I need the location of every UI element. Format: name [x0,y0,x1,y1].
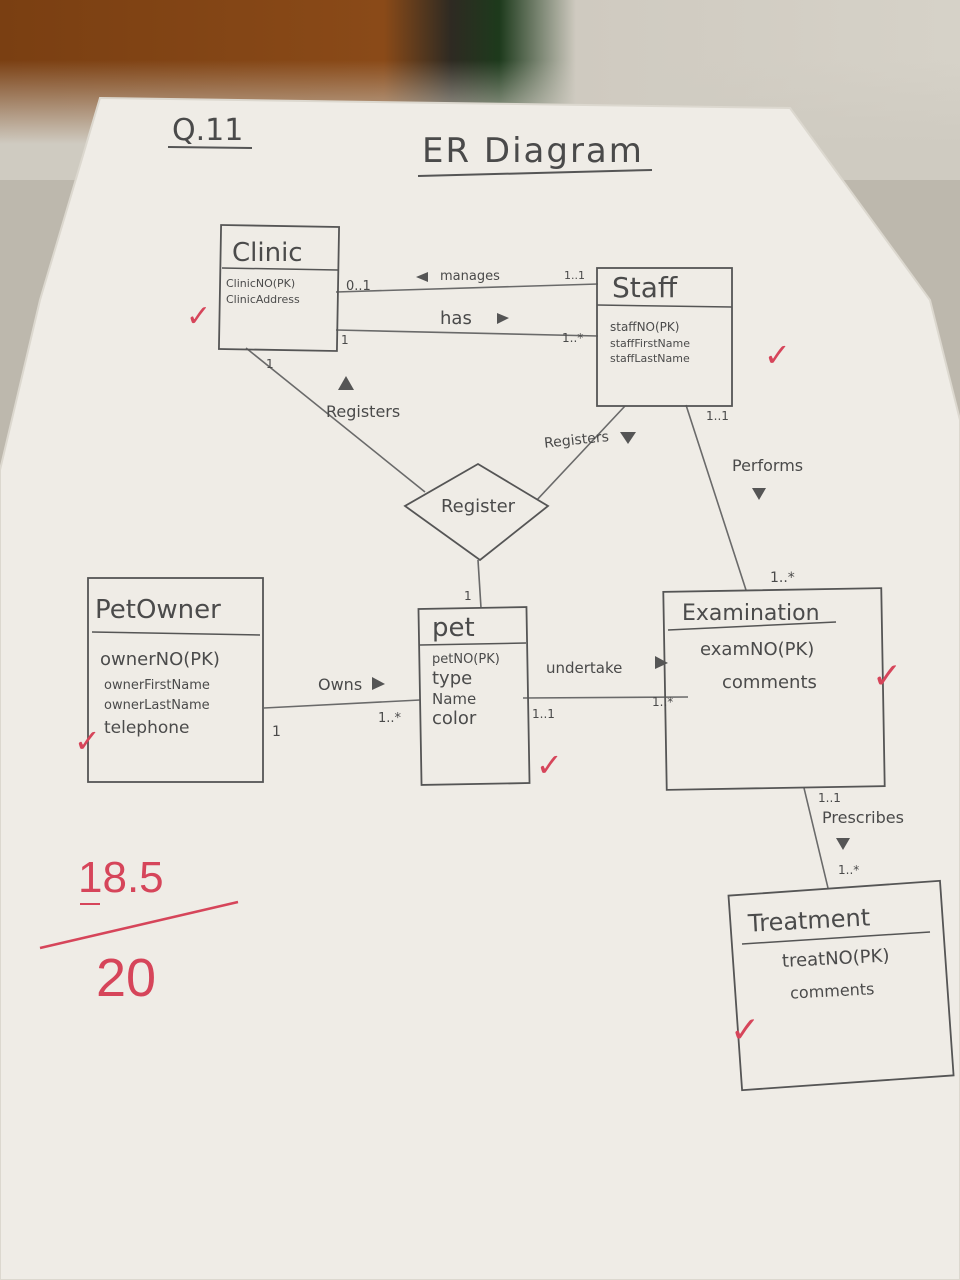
entity-petowner-name: PetOwner [95,595,221,625]
entity-staff-attr: staffLastName [610,352,690,365]
mult-staff-manages: 1..1 [564,269,585,282]
mult-pet-owns: 1..* [378,711,402,726]
mult-pet-undertake: 1..1 [532,707,555,721]
entity-examination-name: Examination [682,601,820,626]
entity-pet-name: pet [432,613,475,643]
mult-staff-has: 1..* [562,331,583,345]
prescribes-arrow-icon [836,838,850,850]
mult-clinic-manages: 0..1 [346,279,371,294]
entity-clinic-attr: ClinicNO(PK) [226,277,295,290]
entity-staff-name: Staff [612,271,678,304]
score-fraction-line [39,900,239,950]
grading-marks: ✓ ✓ ✓ ✓ ✓ ✓ 18.5 20 [39,299,902,1051]
mult-clinic-has: 1 [341,333,349,347]
entity-clinic: Clinic ClinicNO(PK) ClinicAddress [218,224,340,352]
line-manages [335,283,599,293]
check-mark-clinic: ✓ [186,299,211,334]
entity-treatment-name: Treatment [746,903,870,937]
check-mark-treatment: ✓ [730,1010,760,1051]
mult-clinic-register: 1 [266,357,274,371]
manages-arrow-icon [416,272,428,282]
entity-treatment: Treatment treatNO(PK) comments [727,879,955,1092]
question-underline [167,146,253,149]
relationship-register: Register [403,462,550,562]
entity-petowner-attr: ownerNO(PK) [100,649,220,670]
mult-exam-prescribes: 1..1 [818,791,841,805]
check-mark-pet: ✓ [536,746,563,784]
registers-left-arrow-icon [338,376,354,390]
score-total: 20 [96,948,156,1008]
entity-petowner-attr: ownerFirstName [104,678,210,693]
line-has [335,329,599,337]
check-mark-staff: ✓ [764,336,791,374]
relation-labels: manages has Registers Registers Performs… [318,269,904,850]
check-mark-examination: ✓ [872,656,902,697]
entity-pet-attr: petNO(PK) [432,652,500,667]
mult-pet-register: 1 [464,589,472,603]
entity-staff-attr: staffNO(PK) [610,320,679,334]
question-label: Q.11 [172,113,243,148]
entity-pet-attr: color [432,708,477,729]
entity-clinic-name: Clinic [232,238,303,268]
entity-examination-attr: comments [722,672,817,693]
label-owns: Owns [318,675,362,694]
mult-exam-performs: 1..* [770,570,795,586]
entity-examination-attr: examNO(PK) [700,639,814,660]
line-clinic-register [245,347,426,493]
paper [0,96,960,1280]
owns-arrow-icon [372,677,385,690]
line-performs [685,404,747,591]
entity-pet-attr: type [432,668,472,689]
mult-staff-performs: 1..1 [706,409,729,423]
label-registers-right: Registers [543,429,609,452]
line-prescribes [803,787,829,889]
entity-petowner: PetOwner ownerNO(PK) ownerFirstName owne… [87,577,264,783]
entity-staff-attr: staffFirstName [610,337,690,350]
entity-examination: Examination examNO(PK) comments [662,587,886,791]
label-registers-left: Registers [326,402,400,421]
line-undertake [522,696,689,699]
entity-petowner-attr: ownerLastName [104,698,210,713]
line-register-pet [477,559,482,609]
label-has: has [440,308,472,329]
line-owns [263,699,421,709]
entity-clinic-attr: ClinicAddress [226,293,300,306]
has-arrow-icon [497,313,509,324]
undertake-arrow-icon [655,656,668,669]
registers-right-arrow-icon [620,432,636,444]
multiplicity-labels: 0..1 1..1 1 1..* 1 1 1..1 1..* 1 1..* 1.… [266,269,859,877]
mult-owner-owns: 1 [272,724,281,740]
diagram-title: ER Diagram [422,131,644,171]
entity-pet: pet petNO(PK) type Name color [417,606,531,786]
label-undertake: undertake [546,659,622,677]
mult-exam-undertake: 1..* [652,695,673,709]
label-performs: Performs [732,456,803,475]
mult-treat-prescribes: 1..* [838,863,859,877]
title-underline [417,169,653,177]
check-mark-petowner: ✓ [74,722,101,760]
label-prescribes: Prescribes [822,808,904,827]
relationship-lines [245,283,829,889]
score: 18.5 [78,853,164,902]
entity-pet-attr: Name [432,690,476,708]
entity-staff: Staff staffNO(PK) staffFirstName staffLa… [596,267,733,407]
performs-arrow-icon [752,488,766,500]
entity-petowner-attr: telephone [104,718,190,738]
register-label: Register [441,496,516,517]
entity-treatment-attr: comments [790,979,875,1002]
label-manages: manages [440,269,500,284]
